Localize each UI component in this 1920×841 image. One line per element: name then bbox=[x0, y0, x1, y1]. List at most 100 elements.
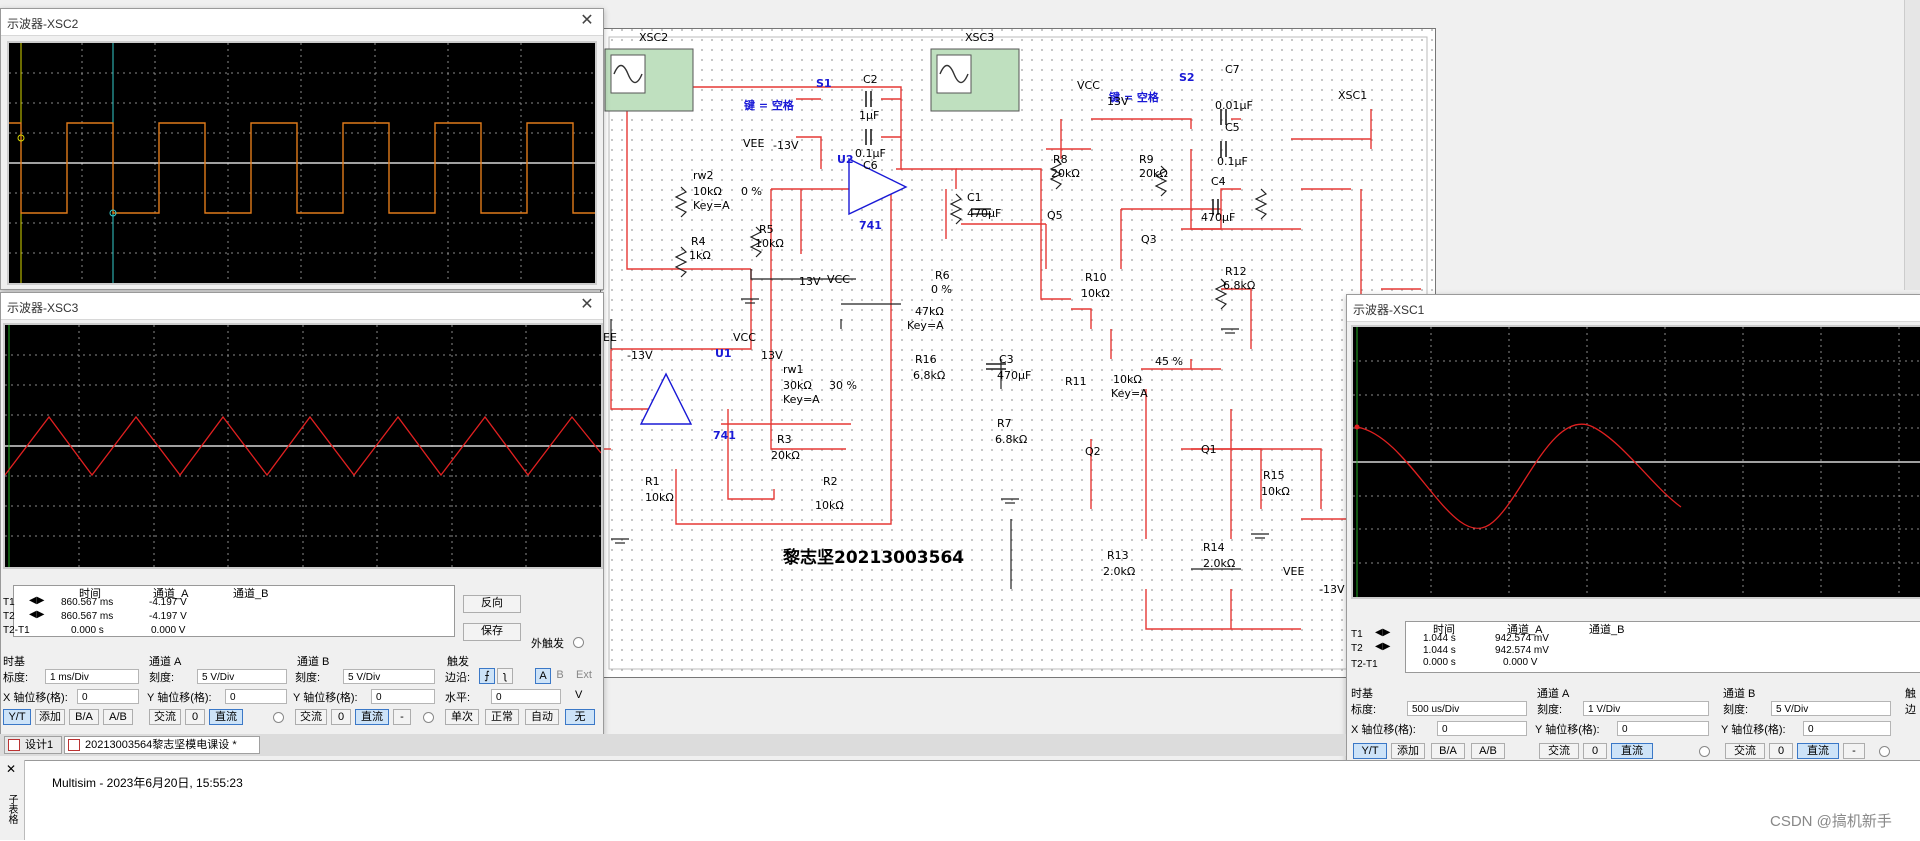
xsc1-cha-scale-field[interactable]: 1 V/Div bbox=[1583, 701, 1709, 716]
label-rw2-pct: 0 % bbox=[741, 185, 762, 198]
label-vee-2-val: -13V bbox=[1319, 583, 1345, 596]
xsc1-t2-time: 1.044 s bbox=[1423, 645, 1456, 656]
xsc1-chb-scale-field[interactable]: 5 V/Div bbox=[1771, 701, 1891, 716]
xsc1-mode-add-button[interactable]: 添加 bbox=[1391, 743, 1425, 759]
label-q2: Q2 bbox=[1085, 445, 1101, 458]
xsc3-readout-h-b: 通道_B bbox=[233, 588, 269, 600]
label-c5: C5 bbox=[1225, 121, 1240, 134]
xsc3-mode-ab-button[interactable]: A/B bbox=[103, 709, 133, 725]
xsc1-cha-ac-button[interactable]: 交流 bbox=[1539, 743, 1579, 759]
xsc2-titlebar[interactable]: 示波器-XSC2 ✕ bbox=[1, 9, 603, 36]
xsc3-cha-ypos-field[interactable]: 0 bbox=[225, 689, 287, 704]
xsc1-mode-ab-button[interactable]: A/B bbox=[1471, 743, 1505, 759]
xsc3-cha-scale-field[interactable]: 5 V/Div bbox=[197, 669, 287, 684]
xsc1-chb-ac-button[interactable]: 交流 bbox=[1725, 743, 1765, 759]
oscilloscope-xsc1-window[interactable]: 示波器-XSC1 时间 通道_A 通道_B T1 ◀▶ 1.044 s 942.… bbox=[1346, 294, 1920, 768]
tab-project[interactable]: 20213003564黎志坚模电课设 * bbox=[64, 736, 260, 754]
xsc2-close-icon[interactable]: ✕ bbox=[580, 12, 594, 29]
vertical-scrollbar[interactable] bbox=[1904, 0, 1920, 290]
xsc3-t2-arrows-icon[interactable]: ◀▶ bbox=[29, 609, 45, 620]
xsc1-timebase-xpos-field[interactable]: 0 bbox=[1437, 721, 1527, 736]
schematic-drawing bbox=[601, 29, 1435, 677]
xsc1-t2-arrows-icon[interactable]: ◀▶ bbox=[1375, 641, 1391, 652]
xsc3-chb-zero-button[interactable]: 0 bbox=[331, 709, 351, 725]
xsc3-mode-add-button[interactable]: 添加 bbox=[35, 709, 65, 725]
xsc3-dt-a: 0.000 V bbox=[151, 625, 186, 636]
xsc2-screen[interactable] bbox=[7, 41, 597, 285]
xsc1-chb-zero-button[interactable]: 0 bbox=[1769, 743, 1793, 759]
xsc1-readout-h-a: 通道_A bbox=[1507, 624, 1543, 636]
label-r12-val: 6.8kΩ bbox=[1223, 279, 1256, 292]
xsc1-t2-label: T2 bbox=[1351, 643, 1363, 654]
xsc3-timebase-xpos-field[interactable]: 0 bbox=[77, 689, 139, 704]
xsc1-cha-radio[interactable] bbox=[1699, 746, 1710, 757]
xsc3-cha-ac-button[interactable]: 交流 bbox=[149, 709, 181, 725]
label-rw1-pct: 30 % bbox=[829, 379, 857, 392]
xsc1-timebase-scale-field[interactable]: 500 us/Div bbox=[1407, 701, 1527, 716]
label-u2-vcc: VCC bbox=[827, 273, 850, 286]
xsc3-chb-ypos-field[interactable]: 0 bbox=[371, 689, 435, 704]
xsc1-chb-dc-button[interactable]: 直流 bbox=[1797, 743, 1839, 759]
xsc3-edge-falling-button[interactable]: ʅ bbox=[497, 668, 513, 684]
xsc1-t1-time: 1.044 s bbox=[1423, 633, 1456, 644]
xsc1-chb-ypos-field[interactable]: 0 bbox=[1803, 721, 1891, 736]
label-r8-val: 20kΩ bbox=[1051, 167, 1080, 180]
xsc1-cha-ypos-field[interactable]: 0 bbox=[1617, 721, 1709, 736]
label-r2-val: 10kΩ bbox=[815, 499, 844, 512]
xsc3-chb-dc-button[interactable]: 直流 bbox=[355, 709, 389, 725]
log-close-icon[interactable]: ✕ bbox=[6, 762, 17, 776]
xsc3-mode-ba-button[interactable]: B/A bbox=[69, 709, 99, 725]
xsc3-trig-ext-button[interactable]: Ext bbox=[576, 669, 592, 681]
xsc3-trigger-level-label: 水平: bbox=[445, 692, 471, 704]
log-panel bbox=[0, 760, 1920, 841]
xsc3-trig-single-button[interactable]: 单次 bbox=[445, 709, 479, 725]
xsc3-chb-radio[interactable] bbox=[423, 712, 434, 723]
label-c5-val: 0.1μF bbox=[1217, 155, 1248, 168]
xsc1-chb-minus-button[interactable]: - bbox=[1843, 743, 1865, 759]
xsc1-cha-dc-button[interactable]: 直流 bbox=[1611, 743, 1653, 759]
xsc3-screen[interactable] bbox=[3, 323, 603, 569]
schematic-canvas[interactable]: XSC2 XSC3 XSC1 S1 S2 键 = 空格 键 = 空格 C2 1μ… bbox=[600, 28, 1436, 678]
tab-design1[interactable]: 设计1 bbox=[4, 736, 62, 754]
xsc3-cha-zero-button[interactable]: 0 bbox=[185, 709, 205, 725]
xsc1-screen[interactable] bbox=[1351, 325, 1920, 599]
label-r5: R5 bbox=[759, 223, 774, 236]
label-r3: R3 bbox=[777, 433, 792, 446]
watermark: CSDN @搞机新手 bbox=[1770, 813, 1892, 830]
xsc3-save-button[interactable]: 保存 bbox=[463, 623, 521, 641]
xsc3-chb-minus-button[interactable]: - bbox=[393, 709, 411, 725]
xsc3-ext-trigger-radio[interactable] bbox=[573, 637, 584, 648]
xsc1-t1-arrows-icon[interactable]: ◀▶ bbox=[1375, 627, 1391, 638]
oscilloscope-xsc2-window[interactable]: 示波器-XSC2 ✕ bbox=[0, 8, 604, 290]
xsc3-chb-scale-field[interactable]: 5 V/Div bbox=[343, 669, 435, 684]
xsc3-cha-radio[interactable] bbox=[273, 712, 284, 723]
xsc3-timebase-scale-field[interactable]: 1 ms/Div bbox=[45, 669, 139, 684]
xsc3-chb-ac-button[interactable]: 交流 bbox=[295, 709, 327, 725]
xsc3-edge-rising-button[interactable]: ⨍ bbox=[479, 668, 495, 684]
xsc3-close-icon[interactable]: ✕ bbox=[580, 296, 594, 313]
xsc3-titlebar[interactable]: 示波器-XSC3 ✕ bbox=[1, 293, 603, 320]
xsc3-reverse-button[interactable]: 反向 bbox=[463, 595, 521, 613]
xsc3-trigger-level-field[interactable]: 0 bbox=[491, 689, 561, 704]
xsc1-chb-radio[interactable] bbox=[1879, 746, 1890, 757]
xsc3-trig-auto-button[interactable]: 自动 bbox=[525, 709, 559, 725]
xsc3-t1-arrows-icon[interactable]: ◀▶ bbox=[29, 595, 45, 606]
xsc3-trig-b-button[interactable]: B bbox=[556, 669, 564, 681]
xsc3-cha-dc-button[interactable]: 直流 bbox=[209, 709, 243, 725]
xsc1-titlebar[interactable]: 示波器-XSC1 bbox=[1347, 295, 1920, 322]
xsc1-cha-ypos-label: Y 轴位移(格): bbox=[1535, 724, 1600, 736]
xsc1-readout-h-time: 时间 bbox=[1433, 624, 1455, 636]
xsc3-trig-none-button[interactable]: 无 bbox=[565, 709, 595, 725]
label-c3: C3 bbox=[999, 353, 1014, 366]
xsc3-trig-a-button[interactable]: A bbox=[535, 668, 551, 684]
oscilloscope-xsc3-window[interactable]: 示波器-XSC3 ✕ 时间 通道_A 通道_B T1 ◀▶ 860.567 ms… bbox=[0, 292, 604, 736]
xsc3-mode-yt-button[interactable]: Y/T bbox=[3, 709, 31, 725]
xsc1-dt-label: T2-T1 bbox=[1351, 659, 1378, 670]
log-side-label: 子表格 bbox=[6, 794, 17, 824]
xsc1-readout-h-b: 通道_B bbox=[1589, 624, 1625, 636]
tab-project-label: 20213003564黎志坚模电课设 * bbox=[85, 739, 237, 751]
xsc1-cha-zero-button[interactable]: 0 bbox=[1583, 743, 1607, 759]
xsc3-trig-normal-button[interactable]: 正常 bbox=[485, 709, 519, 725]
xsc1-mode-yt-button[interactable]: Y/T bbox=[1353, 743, 1387, 759]
xsc1-mode-ba-button[interactable]: B/A bbox=[1431, 743, 1465, 759]
